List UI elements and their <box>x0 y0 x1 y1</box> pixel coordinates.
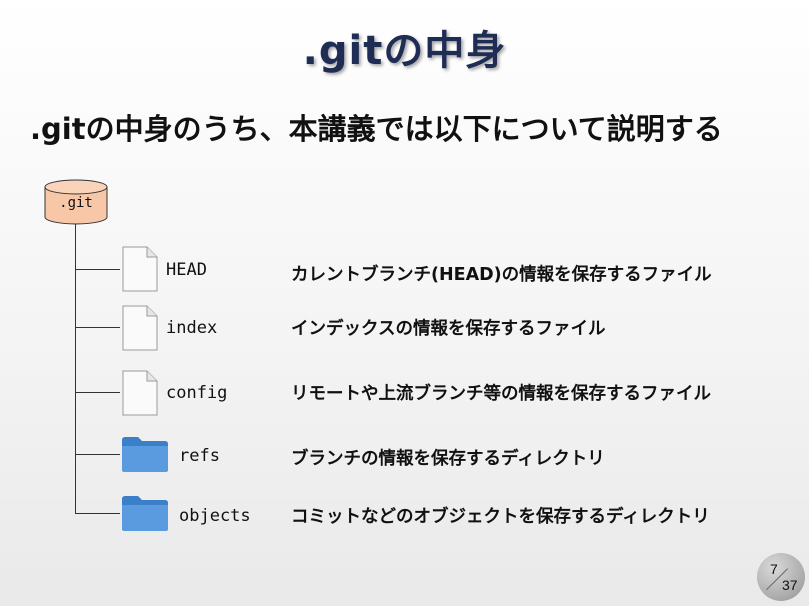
git-root-label: .git <box>59 195 93 211</box>
slide-subtitle: .gitの中身のうち、本講義では以下について説明する <box>30 112 723 146</box>
tree-item-name-objects: objects <box>179 506 251 526</box>
page-total: 37 <box>782 577 798 593</box>
tree-branch-line <box>75 327 120 328</box>
file-icon <box>122 246 158 292</box>
tree-item-desc-refs: ブランチの情報を保存するディレクトリ <box>291 449 605 469</box>
tree-item-name-index: index <box>166 318 218 338</box>
tree-item-desc-objects: コミットなどのオブジェクトを保存するディレクトリ <box>291 507 710 527</box>
tree-item-name-config: config <box>166 383 228 403</box>
tree-branch-line <box>75 269 120 270</box>
page-current: 7 <box>770 561 778 577</box>
file-icon <box>122 305 158 351</box>
tree-item-name-head: HEAD <box>166 260 207 280</box>
tree-item-desc-config: リモートや上流ブランチ等の情報を保存するファイル <box>291 384 711 404</box>
tree-branch-line <box>75 454 120 455</box>
file-icon <box>122 370 158 416</box>
tree-item-name-refs: refs <box>179 446 220 466</box>
git-root-node: .git <box>44 179 108 225</box>
tree-item-desc-head: カレントブランチ(HEAD)の情報を保存するファイル <box>291 265 712 285</box>
tree-item-desc-index: インデックスの情報を保存するファイル <box>291 319 606 339</box>
page-number-badge: 7 37 <box>757 553 805 601</box>
tree-branch-line <box>75 513 120 514</box>
slide-title: .gitの中身 <box>302 28 507 74</box>
folder-icon <box>122 437 168 472</box>
tree-trunk-line <box>75 224 76 514</box>
tree-branch-line <box>75 392 120 393</box>
database-cylinder-icon <box>44 179 108 225</box>
folder-icon <box>122 496 168 531</box>
